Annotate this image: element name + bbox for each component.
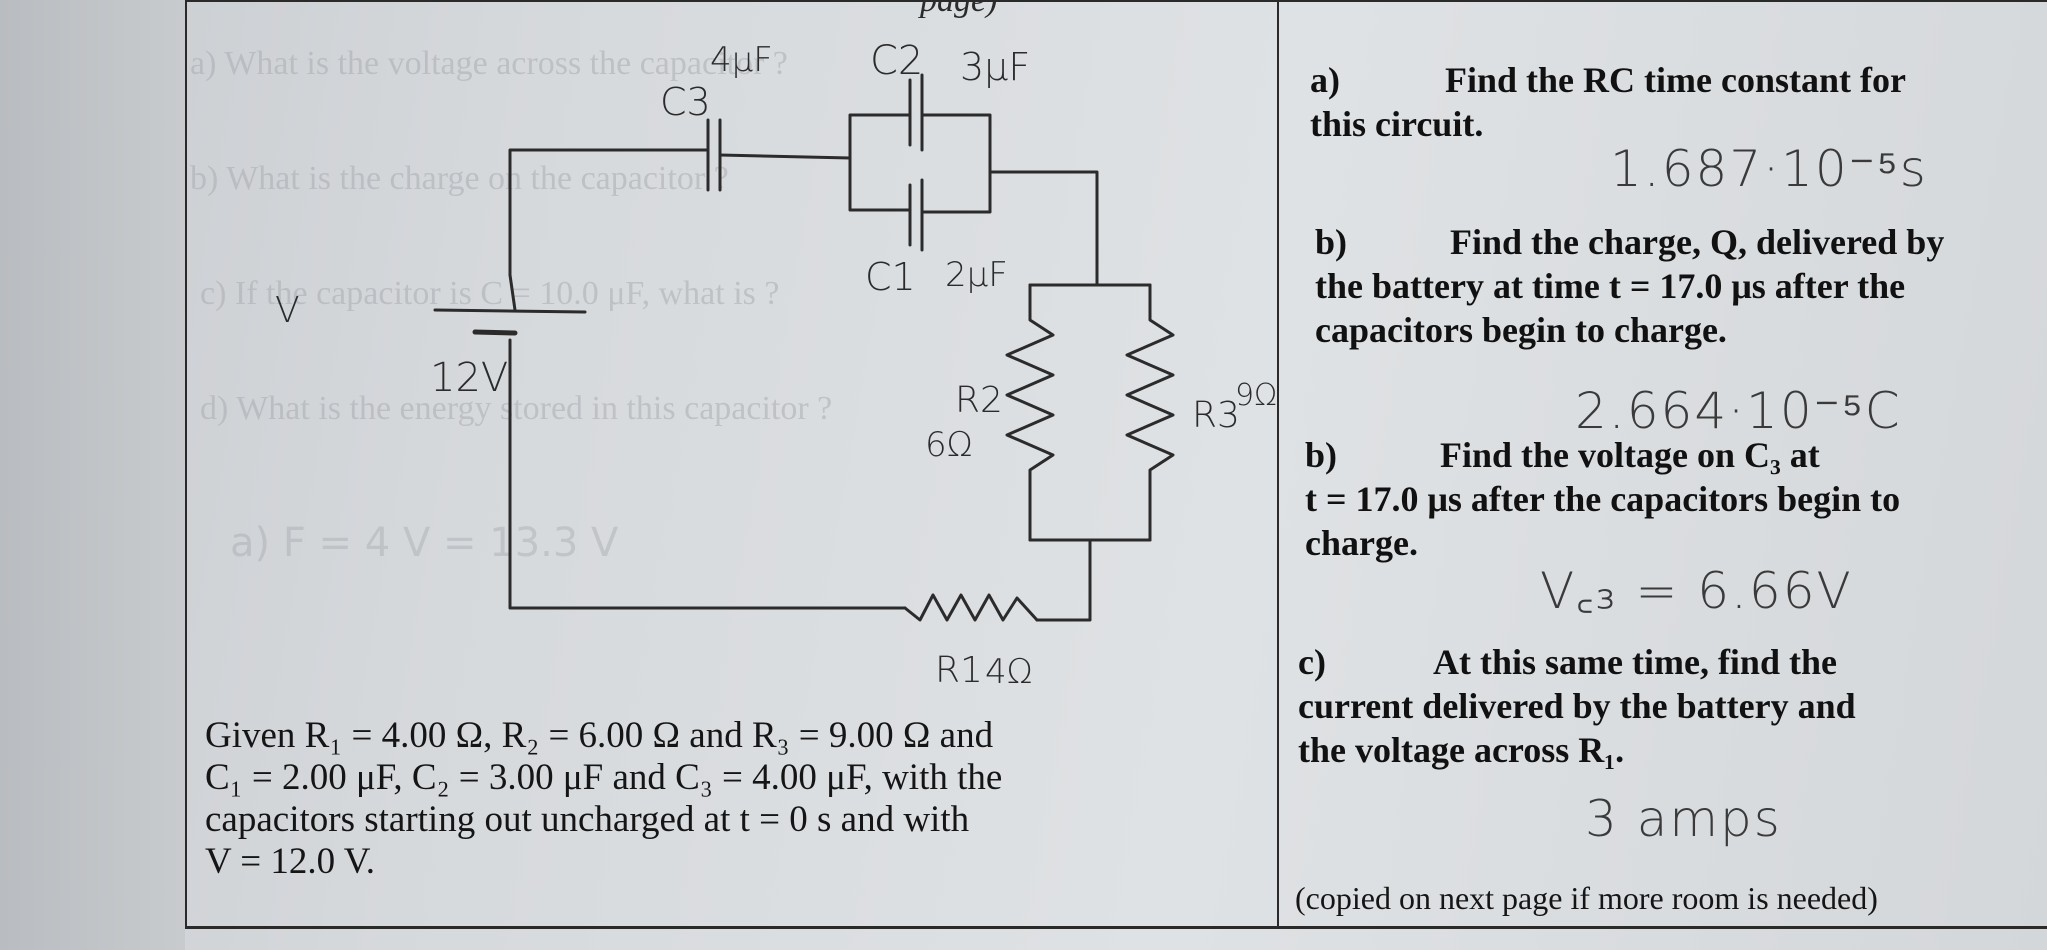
c3-label: C3	[660, 80, 711, 124]
question-text: capacitors begin to charge.	[1315, 310, 1727, 350]
table-top-border	[185, 0, 2047, 2]
r1-label: R1	[935, 650, 983, 691]
wire-left-bottom	[508, 338, 907, 610]
r1-value: 4Ω	[985, 652, 1033, 692]
question-c: c) At this same time, find the current de…	[1298, 640, 1856, 772]
c1-value: 2μF	[945, 255, 1008, 295]
circuit-diagram	[433, 73, 1175, 622]
answer-c: 3 amps	[1585, 790, 1782, 848]
bleed-through-handwriting: a) F = 4 V = 13.3 V	[230, 520, 619, 566]
background-page-edge	[0, 0, 185, 950]
answer-b-voltage: V꜀₃ = 6.66V	[1540, 562, 1853, 620]
question-label: b)	[1315, 222, 1348, 262]
wire-r1-right	[1035, 538, 1092, 622]
c2-value: 3μF	[960, 45, 1031, 89]
wire-c1-right	[920, 170, 992, 214]
r1-zigzag	[903, 593, 1039, 622]
question-label: b)	[1305, 435, 1338, 475]
question-text: At this same time, find the	[1433, 642, 1837, 682]
given-line: capacitors starting out uncharged at t =…	[205, 799, 970, 840]
wire-top-left	[508, 148, 710, 277]
battery-label: V	[275, 290, 300, 331]
r3-label: R3	[1192, 395, 1240, 436]
given-line: Given R₁ = 4.00 Ω, R₂ = 6.00 Ω and R₃ = …	[205, 715, 994, 756]
question-text: charge.	[1305, 523, 1418, 563]
bleed-through-text: d) What is the energy stored in this cap…	[200, 390, 833, 427]
given-line: C₁ = 2.00 μF, C₂ = 3.00 μF and C₃ = 4.00…	[205, 757, 1003, 798]
problem-table	[185, 0, 2047, 930]
table-bottom-border	[185, 926, 2047, 929]
footer-note: (copied on next page if more room is nee…	[1295, 880, 1878, 916]
question-label: a)	[1310, 60, 1340, 100]
bleed-through-text: b) What is the charge on the capacitor ?	[190, 160, 729, 197]
question-text: Find the voltage on C₃ at	[1440, 435, 1820, 475]
r2-value: 6Ω	[925, 425, 973, 465]
battery-value: 12V	[430, 355, 509, 401]
c1-label: C1	[865, 255, 916, 299]
wire-c2-left	[848, 113, 912, 160]
question-text: this circuit.	[1310, 104, 1484, 144]
r2-zigzag	[1005, 283, 1055, 542]
given-statement: Given R₁ = 4.00 Ω, R₂ = 6.00 Ω and R₃ = …	[205, 715, 1255, 883]
answer-b: 2.664·10⁻⁵C	[1575, 382, 1902, 440]
question-text: Find the charge, Q, delivered by	[1450, 222, 1945, 262]
bleed-through-text: a) What is the voltage across the capaci…	[190, 45, 788, 82]
r3-zigzag	[1125, 283, 1175, 542]
question-label: c)	[1298, 642, 1326, 682]
wire-c3-junction	[718, 153, 852, 160]
given-line: V = 12.0 V.	[205, 841, 375, 882]
battery-wire	[508, 273, 517, 312]
table-divider	[1277, 0, 1279, 929]
bleed-through-text: c) If the capacitor is C = 10.0 μF, what…	[200, 275, 780, 312]
question-b-voltage: b) Find the voltage on C₃ at t = 17.0 μs …	[1305, 433, 1900, 565]
c3-value: 4μF	[710, 40, 773, 80]
battery-short-plate	[472, 329, 518, 336]
r2-label: R2	[955, 380, 1003, 421]
question-text: the voltage across R₁.	[1298, 730, 1625, 770]
question-text: current delivered by the battery and	[1298, 686, 1856, 726]
question-text: the battery at time t = 17.0 μs after th…	[1315, 266, 1906, 306]
wire-c2-right	[920, 113, 992, 174]
wire-c1-left	[848, 156, 912, 212]
battery-long-plate	[433, 308, 587, 314]
question-b: b) Find the charge, Q, delivered by the b…	[1315, 220, 1944, 352]
header-fragment: page)	[920, 0, 998, 19]
wire-to-resistors	[988, 170, 1099, 287]
answer-a: 1.687·10⁻⁵s	[1610, 140, 1928, 198]
question-text: t = 17.0 μs after the capacitors begin t…	[1305, 479, 1901, 519]
question-a: a) Find the RC time constant for this cir…	[1310, 58, 1906, 146]
r3-value: 9Ω	[1235, 378, 1278, 413]
question-text: Find the RC time constant for	[1445, 60, 1906, 100]
c2-label: C2	[870, 38, 924, 84]
table-left-border	[185, 0, 187, 929]
